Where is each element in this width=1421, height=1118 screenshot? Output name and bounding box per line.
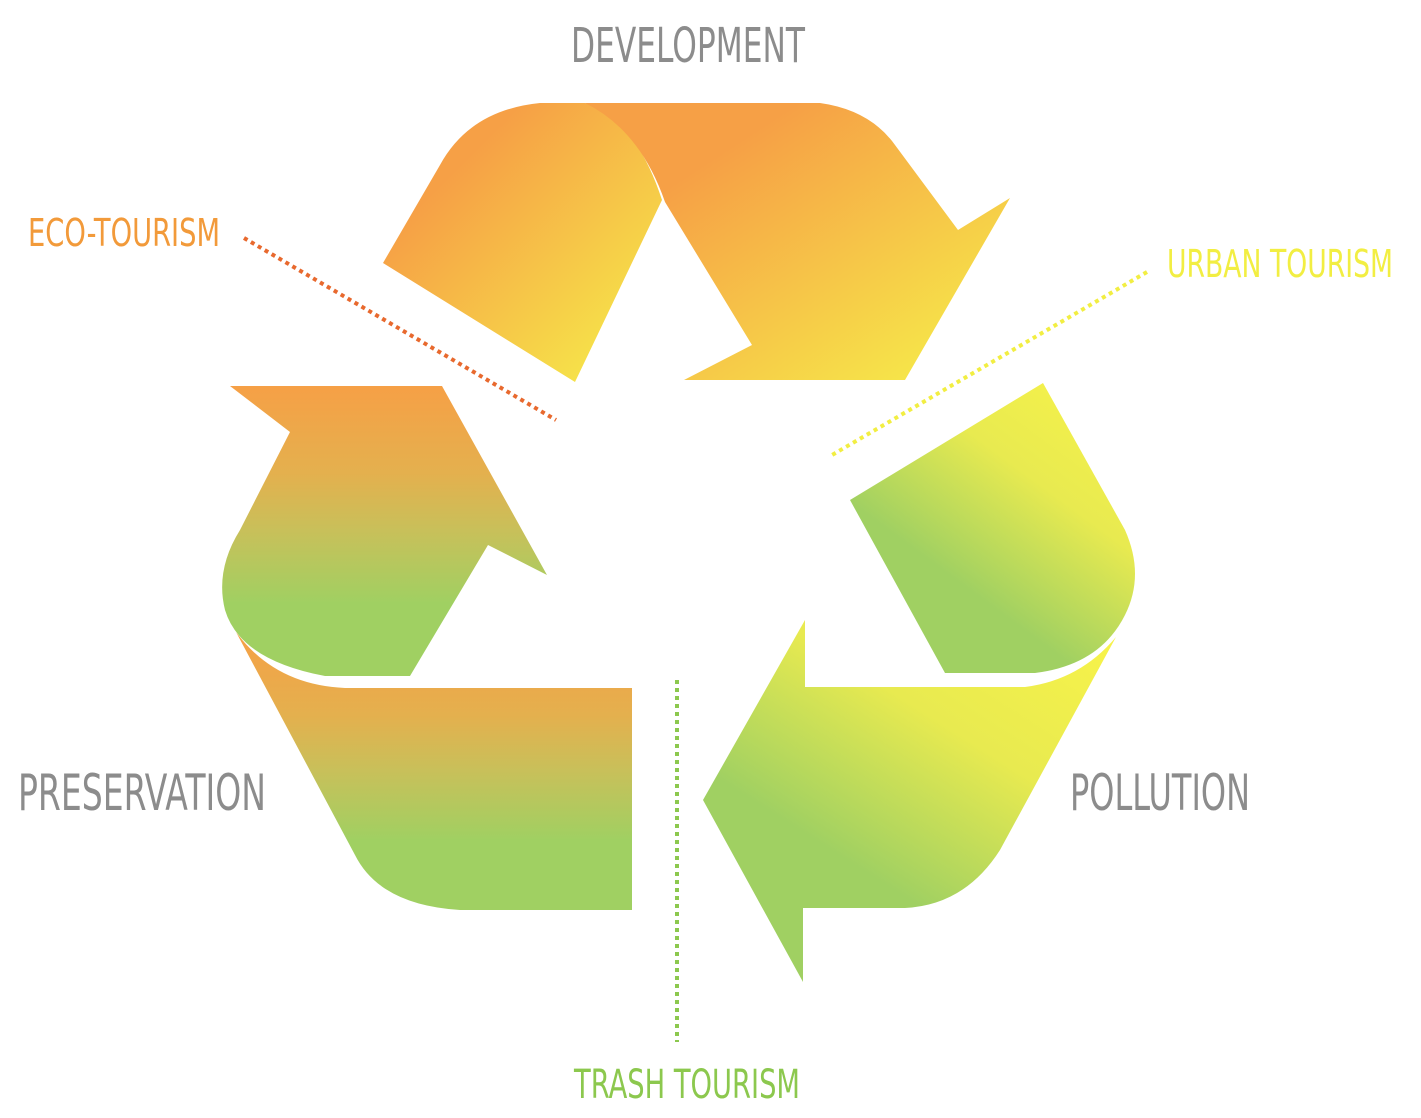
trash-tourism-label: TRASH TOURISM bbox=[573, 1062, 800, 1108]
development-label: DEVELOPMENT bbox=[571, 18, 805, 74]
recycle-arrow-top-icon bbox=[383, 103, 1010, 382]
urban-tourism-label: URBAN TOURISM bbox=[1167, 242, 1393, 286]
eco-tourism-label: ECO-TOURISM bbox=[28, 211, 220, 255]
recycle-arrow-right-icon bbox=[703, 383, 1135, 982]
pollution-label: POLLUTION bbox=[1070, 764, 1250, 822]
preservation-label: PRESERVATION bbox=[18, 764, 266, 822]
recycle-arrow-left-icon bbox=[222, 386, 632, 910]
